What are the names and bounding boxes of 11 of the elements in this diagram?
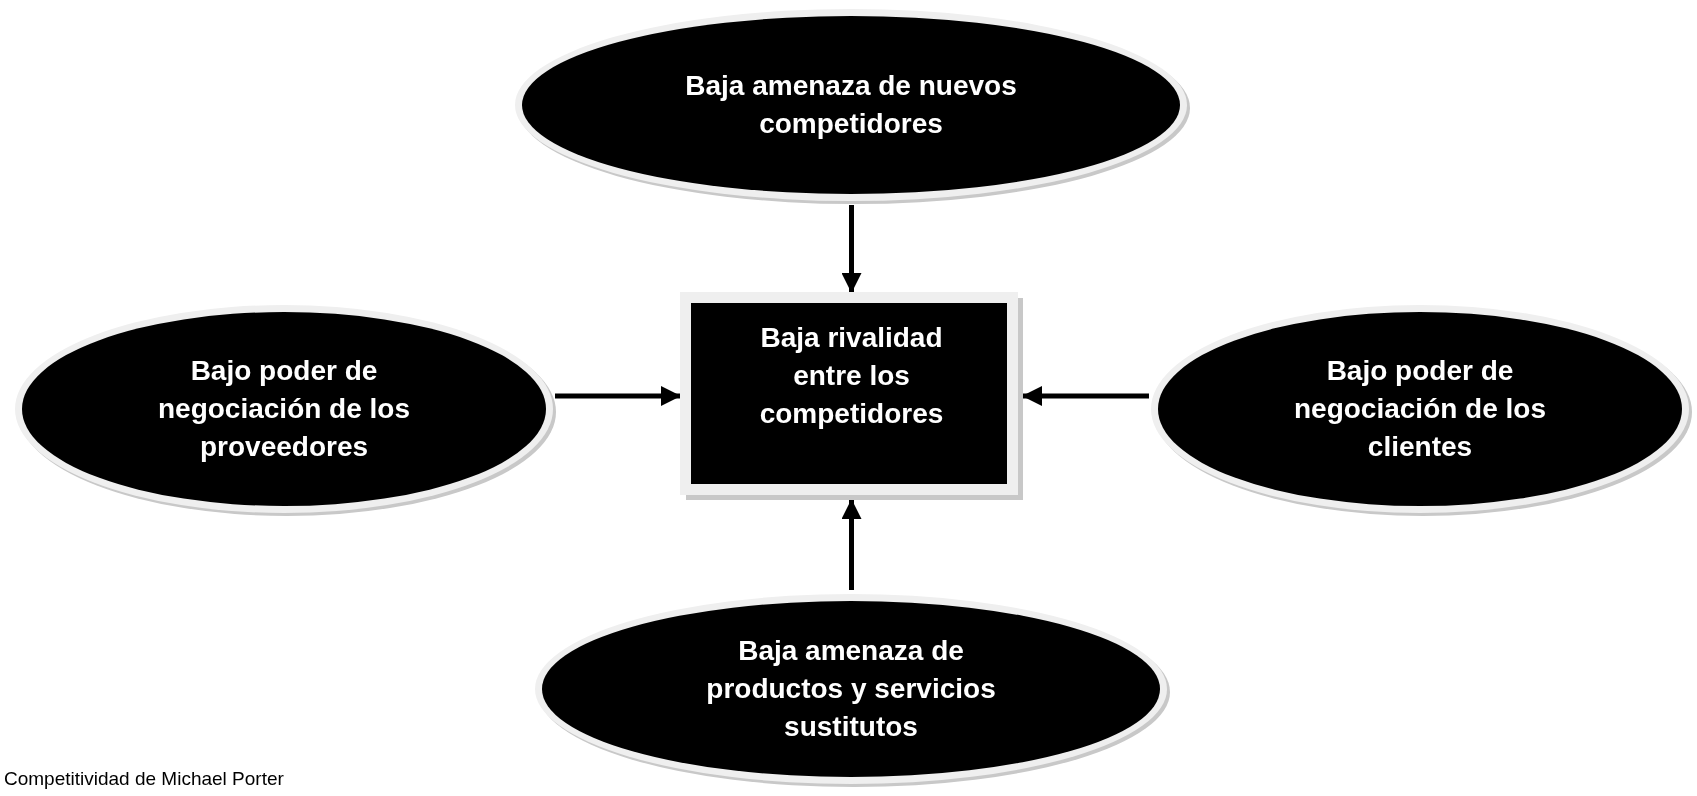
node-label: Bajo poder de negociación de los clientes: [1292, 354, 1548, 464]
node-label: Baja amenaza de productos y servicios sustitutos: [705, 634, 997, 744]
source-note: Competitividad de Michael Porter: [4, 768, 284, 790]
process-box: [680, 292, 1023, 500]
node-label: Bajo poder de negociación de los proveedores: [156, 354, 412, 464]
node-label: Baja amenaza de nuevos competidores: [684, 69, 1018, 141]
arrow: [841, 499, 862, 590]
node-label: Baja rivalidad entre los competidores: [758, 321, 945, 431]
arrow: [555, 386, 681, 406]
arrow: [841, 205, 862, 293]
arrow: [1022, 386, 1149, 406]
